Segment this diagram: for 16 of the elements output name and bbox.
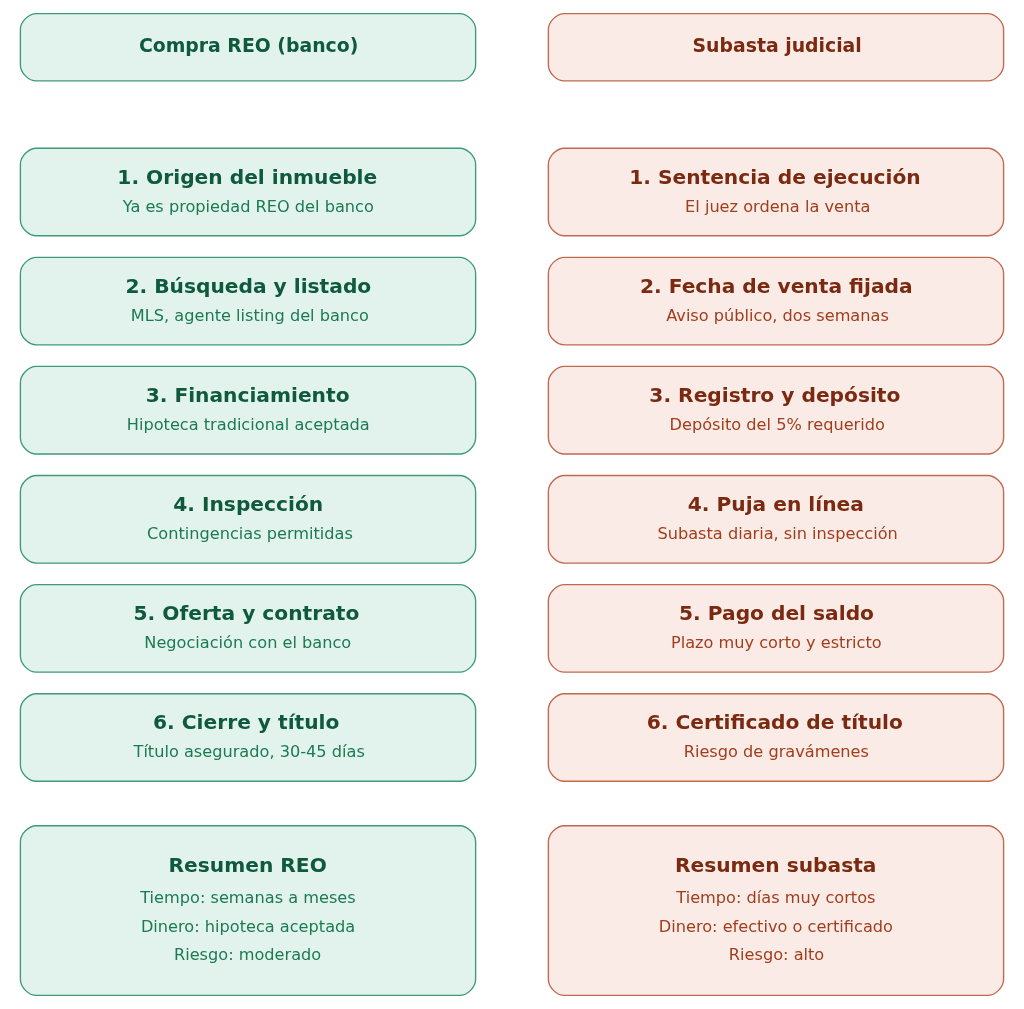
node-box: 6. Certificado de título Riesgo de gravámenes	[547, 693, 1005, 782]
node-box: Subasta judicial	[547, 12, 1005, 82]
node-box: 1. Sentencia de ejecución El juez ordena la venta	[547, 147, 1005, 237]
node-box: 2. Fecha de venta fijada Aviso público, dos semanas	[547, 256, 1005, 346]
node-box: 5. Pago del saldo Plazo muy corto y estricto	[547, 583, 1005, 673]
node-box: 3. Registro y depósito Depósito del 5% requerido	[547, 365, 1005, 455]
node-box: 3. Financiamiento Hipoteca tradicional aceptada	[19, 365, 477, 455]
node-box: 4. Inspección Contingencias permitidas	[19, 474, 477, 564]
node-box: Compra REO (banco)	[19, 12, 477, 82]
node-box: 2. Búsqueda y listado MLS, agente listing del banco	[19, 256, 477, 346]
node-box: 4. Puja en línea Subasta diaria, sin inspección	[547, 474, 1005, 564]
node-box: 6. Cierre y título Título asegurado, 30-45 días	[19, 693, 477, 782]
node-box: Resumen REO Tiempo: semanas a meses Dinero: hipoteca aceptada Riesgo: moderado	[19, 825, 477, 997]
node-box: 1. Origen del inmueble Ya es propiedad REO del banco	[19, 147, 477, 237]
node-box: 5. Oferta y contrato Negociación con el banco	[19, 583, 477, 673]
node-box: Resumen subasta Tiempo: días muy cortos Dinero: efectivo o certificado Riesgo: alto	[547, 825, 1005, 997]
